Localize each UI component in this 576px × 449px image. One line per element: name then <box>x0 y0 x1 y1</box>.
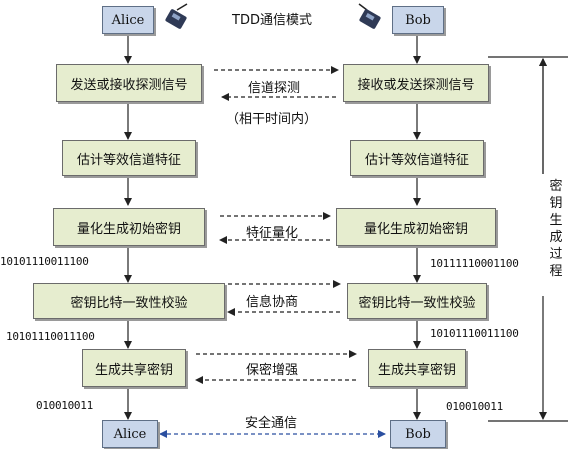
right-step-estimate: 估计等效信道特征 <box>350 140 484 176</box>
probe-label: 信道探测 <box>248 81 301 96</box>
alice-initial-bits: 10101110011100 <box>0 255 89 268</box>
left-step-privacy: 生成共享密钥 <box>82 349 186 387</box>
bob-reconciled-bits: 10101110011100 <box>430 327 519 340</box>
left-step-probe: 发送或接收探测信号 <box>56 64 202 102</box>
right-step-privacy: 生成共享密钥 <box>368 349 466 387</box>
secure-label: 安全通信 <box>245 416 298 431</box>
alice-reconciled-bits: 10101110011100 <box>6 330 95 343</box>
bob-node-top: Bob <box>392 6 444 34</box>
alice-node-top: Alice <box>102 6 154 34</box>
reconcile-label: 信息协商 <box>246 295 299 310</box>
privacy-label: 保密增强 <box>246 363 299 378</box>
bob-initial-bits: 10111110001100 <box>430 257 519 270</box>
alice-key-bits: 010010011 <box>36 399 93 412</box>
antenna-device-icon <box>165 3 188 29</box>
probe-note: （相干时间内） <box>226 112 318 127</box>
exchange-arrows <box>195 66 357 384</box>
left-step-quantize: 量化生成初始密钥 <box>53 208 205 246</box>
process-char: 生 <box>549 213 563 228</box>
process-char: 密 <box>549 179 563 194</box>
quantize-label: 特征量化 <box>246 226 299 241</box>
left-step-reconcile: 密钥比特一致性校验 <box>33 283 225 319</box>
antenna-device-icon <box>358 3 381 29</box>
right-step-quantize: 量化生成初始密钥 <box>336 208 496 246</box>
process-char: 过 <box>549 247 563 262</box>
right-step-reconcile: 密钥比特一致性校验 <box>347 283 487 319</box>
bob-node-bottom: Bob <box>390 420 446 448</box>
process-char: 成 <box>549 230 563 245</box>
alice-node-bottom: Alice <box>102 420 158 448</box>
bob-key-bits: 010010011 <box>446 400 503 413</box>
process-label: 密 钥 生 成 过 程 <box>548 178 566 280</box>
left-step-estimate: 估计等效信道特征 <box>62 140 196 176</box>
process-char: 钥 <box>549 196 563 211</box>
process-char: 程 <box>549 264 563 279</box>
mode-title: TDD通信模式 <box>232 13 312 28</box>
right-step-probe: 接收或发送探测信号 <box>343 64 489 102</box>
